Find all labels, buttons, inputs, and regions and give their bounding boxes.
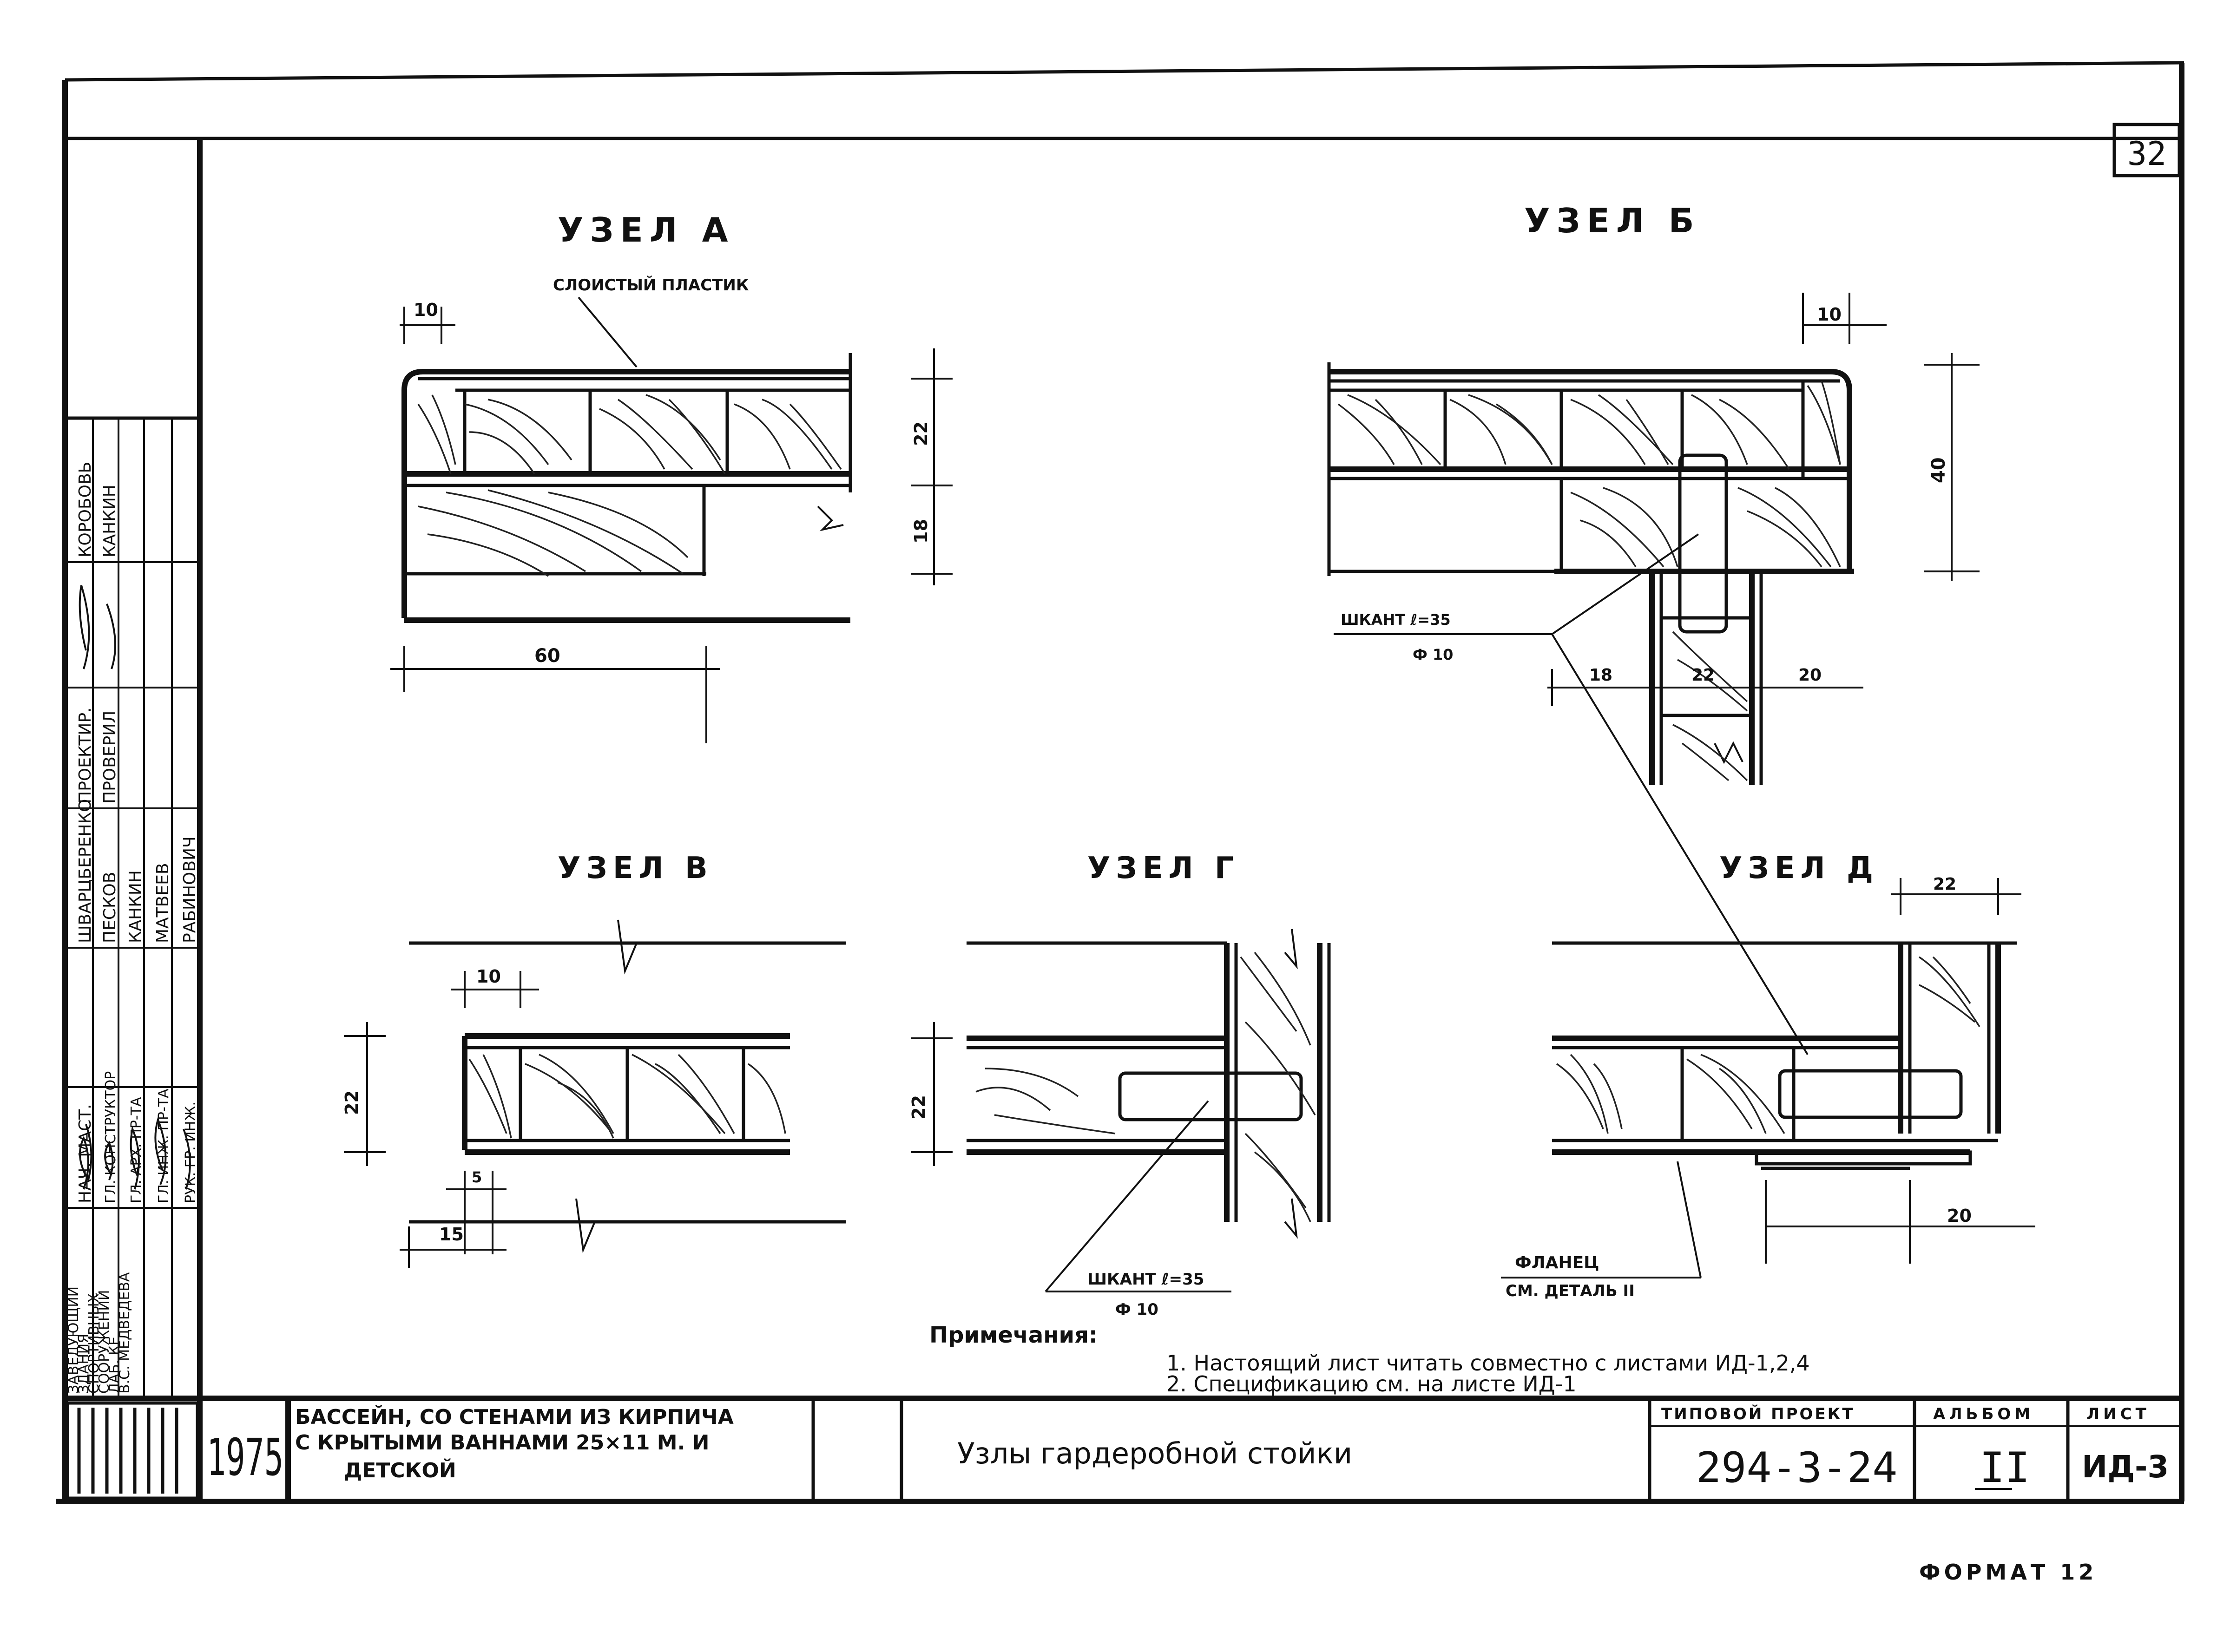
node-a-dims: 10 22 18 60	[390, 300, 953, 743]
stamp-role-right: ПРОЕКТИР.	[76, 708, 95, 804]
node-a: УЗЕЛ А СЛОИСТЫЙ ПЛАСТИК 10	[390, 210, 953, 743]
node-v: УЗЕЛ В 10 22 5	[342, 851, 846, 1268]
node-b-dowel-dia: Ф 10	[1413, 646, 1453, 663]
dim-label: 15	[439, 1224, 464, 1245]
stamp-org-line: СООРУЖЕНИЙ	[96, 1290, 112, 1394]
dim-label: 22	[342, 1090, 362, 1115]
sheet-number: 32	[2127, 135, 2166, 173]
stamp-role: РУК. ГР. ИНЖ.	[183, 1101, 199, 1203]
node-a-title: УЗЕЛ А	[558, 210, 734, 249]
node-v-wood-grain	[468, 1054, 786, 1139]
dim-label: 5	[472, 1168, 482, 1186]
side-stamp: ЗАВЕДУЮЩИЙ ЗДАНИЯ СПОРТИВНЫХ СООРУЖЕНИЙ …	[63, 416, 202, 1400]
note-item: 1. Настоящий лист читать совместно с лис…	[1166, 1350, 1810, 1376]
node-g-dowel-dia: Ф 10	[1115, 1300, 1158, 1319]
object-line: ДЕТСКОЙ	[344, 1458, 456, 1482]
sheet-title: Узлы гардеробной стойки	[957, 1436, 1352, 1470]
dim-label: 22	[1691, 666, 1715, 685]
dim-label: 22	[908, 1095, 929, 1120]
stamp-name: КАНКИН	[126, 870, 145, 943]
notes: Примечания: 1. Настоящий лист читать сов…	[929, 1322, 1810, 1396]
project-label: ТИПОВОЙ ПРОЕКТ	[1661, 1404, 1855, 1423]
institute-logo	[66, 1401, 199, 1500]
note-item: 2. Спецификацию см. на листе ИД-1	[1166, 1371, 1577, 1396]
node-b: УЗЕЛ Б	[1327, 201, 1980, 1055]
dim-label: 20	[1798, 666, 1822, 685]
node-d: УЗЕЛ Д ФЛАНЕЦ СМ. ДЕТАЛЬ II 22	[1501, 851, 2035, 1300]
year: 1975	[207, 1428, 283, 1487]
node-d-flange-ref: СМ. ДЕТАЛЬ II	[1506, 1282, 1635, 1300]
node-d-title: УЗЕЛ Д	[1719, 851, 1879, 885]
sheet-number-box: 32	[2112, 123, 2181, 177]
project-number: 294-3-24	[1696, 1443, 1897, 1492]
stamp-name-right: КОРОБОВЬ	[76, 462, 95, 557]
dim-label: 10	[414, 300, 438, 320]
dim-label: 18	[1589, 666, 1612, 685]
node-d-flange-label: ФЛАНЕЦ	[1515, 1253, 1599, 1272]
stamp-role: ГЛ. КОНСТРУКТОР	[103, 1071, 119, 1203]
stamp-org-line: В.С. МЕДВЕДЕВА	[117, 1272, 133, 1394]
node-b-title: УЗЕЛ Б	[1524, 201, 1701, 240]
node-g-title: УЗЕЛ Г	[1087, 851, 1239, 885]
dim-label: 20	[1947, 1206, 1972, 1226]
stamp-org-line: ЗАВЕДУЮЩИЙ	[65, 1286, 82, 1394]
format-label: ФОРМАТ 12	[1919, 1560, 2097, 1585]
node-b-dowel-label: ШКАНТ ℓ=35	[1341, 611, 1451, 629]
node-b-wood-grain	[1337, 380, 1841, 781]
dim-label: 22	[1933, 875, 1956, 894]
album-label: АЛЬБОМ	[1933, 1405, 2034, 1423]
stamp-name: ШВАРЦБЕРЕНКО	[76, 799, 95, 943]
node-d-wood-grain	[1556, 956, 1980, 1134]
node-g-wood-grain	[975, 951, 1316, 1222]
node-a-material-label: СЛОИСТЫЙ ПЛАСТИК	[553, 275, 749, 295]
stamp-role-right: ПРОВЕРИЛ	[100, 711, 119, 804]
object-line: С КРЫТЫМИ ВАННАМИ 25×11 М. И	[295, 1431, 709, 1455]
dim-label: 10	[1817, 304, 1842, 325]
stamp-name: МАТВЕЕВ	[153, 863, 172, 943]
title-block: 1975 БАССЕЙН, СО СТЕНАМИ ИЗ КИРПИЧА С КР…	[65, 1396, 2182, 1501]
node-a-wood-grain	[417, 394, 842, 577]
stamp-name-right: КАНКИН	[100, 485, 119, 557]
signatures	[79, 585, 191, 1190]
album-number: II	[1980, 1443, 2030, 1492]
node-g-dims: 22	[908, 1022, 953, 1166]
stamp-role: ГЛ. ИНЖ. ПР-ТА	[156, 1088, 172, 1203]
node-v-dims: 10 22 5 15	[342, 966, 539, 1268]
node-d-dims: 22 20	[1765, 875, 2035, 1264]
notes-heading: Примечания:	[929, 1322, 1098, 1348]
sheet-label: ЛИСТ	[2086, 1405, 2150, 1423]
node-b-dims: 10 40 18 22 20	[1547, 293, 1980, 706]
object-line: БАССЕЙН, СО СТЕНАМИ ИЗ КИРПИЧА	[295, 1404, 734, 1429]
stamp-org-line: СПОРТИВНЫХ	[86, 1293, 102, 1394]
stamp-org-line: ЗДАНИЯ	[76, 1334, 92, 1394]
dim-label: 60	[534, 645, 560, 667]
node-g-dowel-label: ШКАНТ ℓ=35	[1087, 1270, 1204, 1289]
node-v-title: УЗЕЛ В	[558, 851, 713, 885]
stamp-name: ПЕСКОВ	[100, 872, 119, 943]
node-g: УЗЕЛ Г ШКАНТ ℓ=35 Ф 10 22	[908, 851, 1331, 1319]
sheet-code: ИД-3	[2082, 1449, 2169, 1485]
stamp-name: РАБИНОВИЧ	[180, 836, 199, 943]
dim-label: 40	[1928, 457, 1949, 483]
stamp-org-line: ЛАБ. КЕ	[106, 1337, 123, 1394]
dim-label: 22	[911, 421, 931, 446]
dim-label: 10	[476, 966, 501, 987]
dim-label: 18	[911, 519, 931, 544]
